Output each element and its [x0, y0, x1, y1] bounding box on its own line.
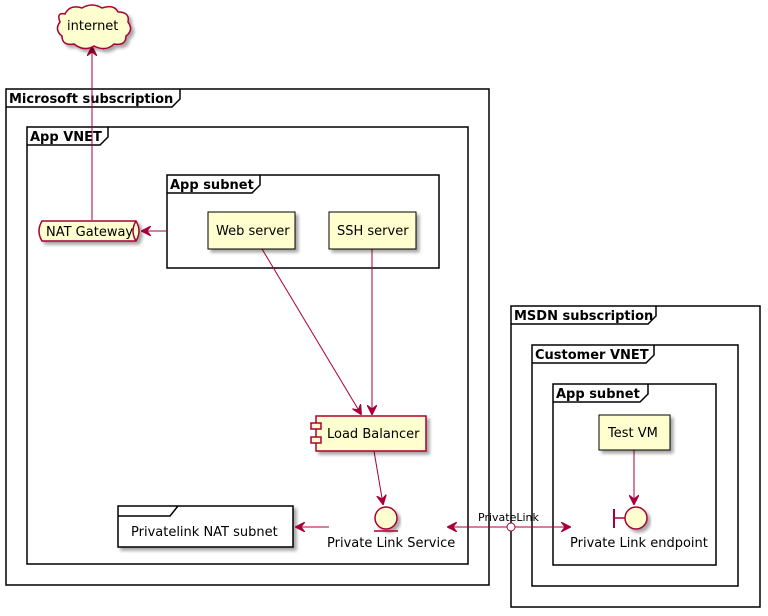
app-subnet-title: App subnet — [170, 178, 254, 193]
load-balancer-node: Load Balancer — [310, 415, 427, 452]
boundary-icon — [624, 506, 648, 530]
web-server-label: Web server — [216, 224, 290, 239]
msdn-subscription-frame: MSDN subscription — [510, 305, 761, 608]
interface-icon — [374, 506, 398, 530]
private-link-service-label: Private Link Service — [327, 536, 455, 551]
privatelink-nat-subnet-label: Privatelink NAT subnet — [131, 525, 278, 540]
app-subnet-frame: App subnet — [166, 174, 440, 269]
nat-gateway-label: NAT Gateway — [46, 225, 133, 240]
edges: PrivateLink — [92, 47, 634, 531]
app-vnet-title: App VNET — [30, 130, 102, 145]
private-link-service-node: Private Link Service — [327, 506, 455, 551]
customer-vnet-title: Customer VNET — [535, 348, 649, 363]
internet-node — [56, 4, 132, 50]
internet-label: internet — [67, 19, 118, 34]
privatelink-interface-icon — [506, 522, 516, 532]
private-link-endpoint-node: Private Link endpoint — [570, 506, 708, 551]
msdn-subscription-title: MSDN subscription — [514, 309, 653, 324]
customer-app-subnet-frame: App subnet — [552, 383, 717, 566]
load-balancer-label: Load Balancer — [327, 427, 420, 442]
customer-app-subnet-title: App subnet — [556, 387, 640, 402]
microsoft-subscription-frame: Microsoft subscription — [5, 88, 490, 586]
private-link-endpoint-label: Private Link endpoint — [570, 536, 708, 551]
ssh-server-node: SSH server — [328, 211, 417, 250]
customer-vnet-frame: Customer VNET — [531, 344, 739, 587]
privatelink-nat-subnet-frame: Privatelink NAT subnet — [117, 505, 294, 548]
microsoft-subscription-title: Microsoft subscription — [9, 92, 173, 107]
test-vm-node: Test VM — [598, 414, 671, 451]
edge-web-to-lb — [261, 248, 361, 414]
web-server-node: Web server — [207, 211, 296, 250]
edge-lb-to-pls — [373, 450, 383, 504]
app-vnet-frame: App VNET — [26, 126, 469, 565]
test-vm-label: Test VM — [607, 426, 658, 441]
ssh-server-label: SSH server — [337, 224, 409, 239]
nat-gateway-node — [38, 220, 140, 242]
privatelink-edge-label: PrivateLink — [478, 511, 540, 524]
